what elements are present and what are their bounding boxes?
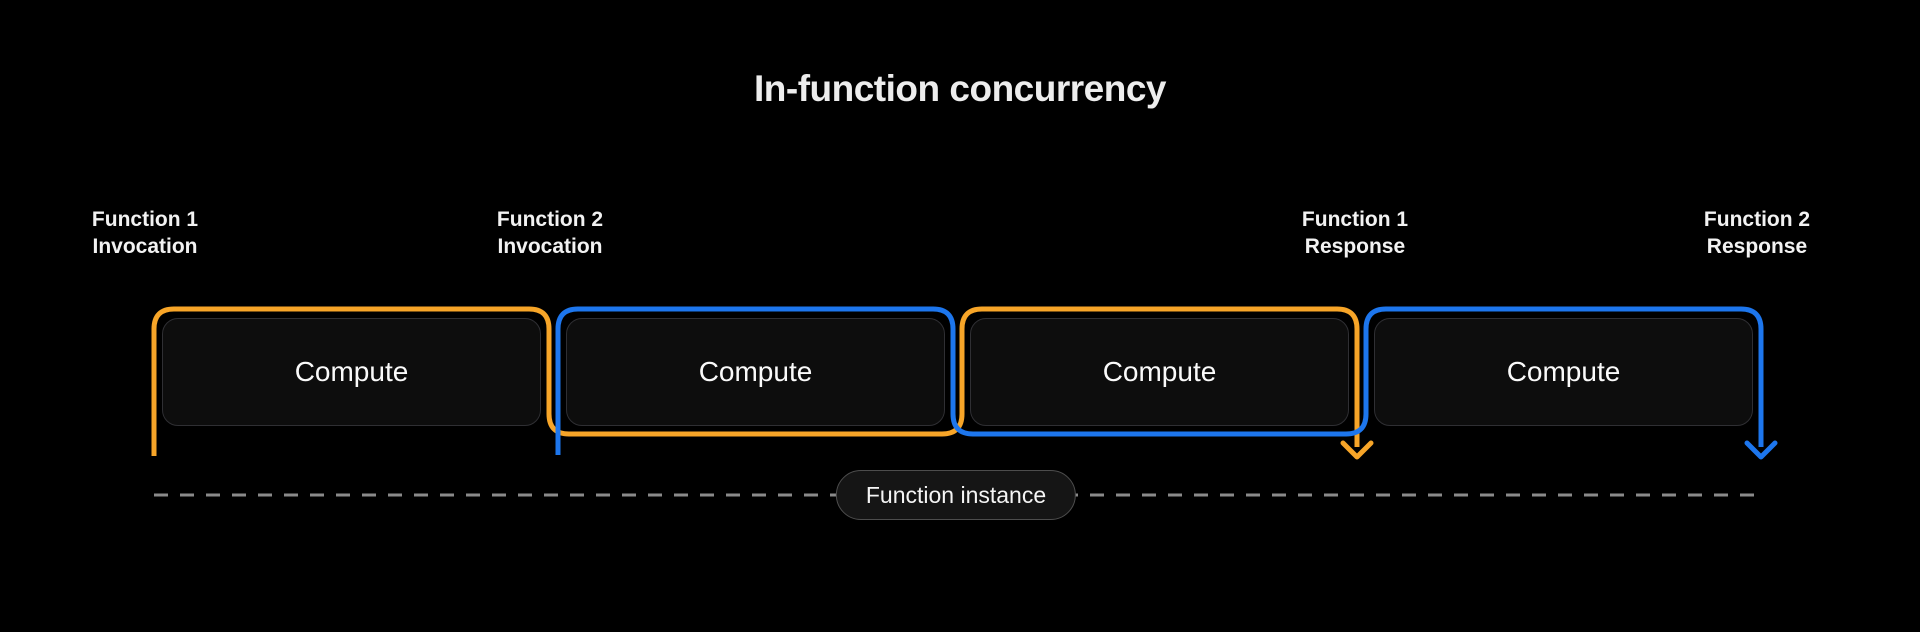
- label-line2: Invocation: [92, 235, 198, 258]
- compute-box-label: Compute: [698, 356, 813, 387]
- label-function1-response: Function 1 Response: [1302, 206, 1408, 260]
- function1-arrowhead-icon: [1340, 440, 1374, 460]
- function-instance-label: Function instance: [865, 481, 1047, 508]
- label-function2-response: Function 2 Response: [1704, 206, 1810, 260]
- page-title: In-function concurrency: [754, 68, 1166, 109]
- label-function1-invocation: Function 1 Invocation: [92, 206, 198, 260]
- function-instance-badge: Function instance: [835, 470, 1077, 520]
- compute-box-2: Compute: [566, 318, 945, 426]
- compute-box-label: Compute: [294, 356, 409, 387]
- label-line2: Response: [1304, 235, 1406, 258]
- label-line1: Function 2: [1703, 208, 1811, 231]
- label-line2: Response: [1706, 235, 1808, 258]
- label-line1: Function 1: [1301, 208, 1409, 231]
- compute-box-label: Compute: [1506, 356, 1621, 387]
- label-function2-invocation: Function 2 Invocation: [497, 206, 603, 260]
- compute-box-4: Compute: [1374, 318, 1753, 426]
- label-line1: Function 2: [496, 208, 604, 231]
- compute-box-3: Compute: [970, 318, 1349, 426]
- compute-box-label: Compute: [1102, 356, 1217, 387]
- compute-box-1: Compute: [162, 318, 541, 426]
- label-line2: Invocation: [497, 235, 603, 258]
- label-line1: Function 1: [91, 208, 199, 231]
- function2-arrowhead-icon: [1744, 440, 1778, 460]
